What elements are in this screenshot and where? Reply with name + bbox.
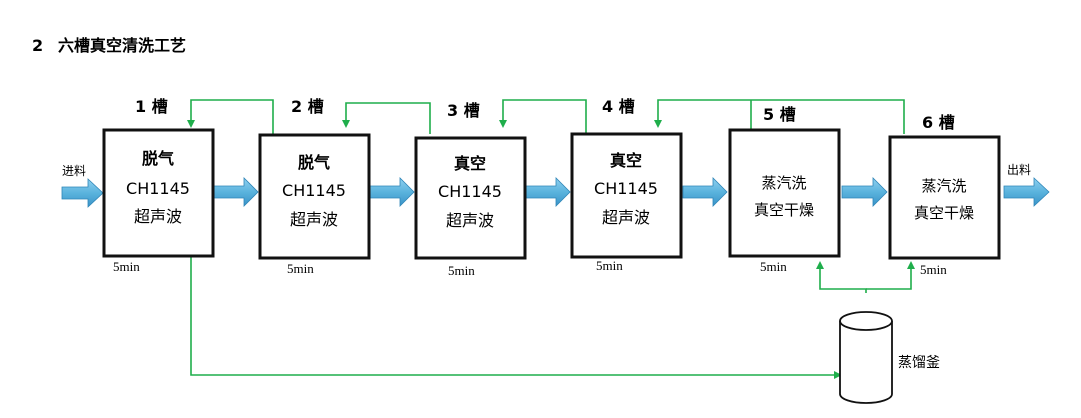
tank-4: 4 槽 真空 CH1145 超声波 5min: [570, 97, 683, 273]
flow-arrow-2-3: [369, 177, 415, 207]
flow-arrow-4-5: [682, 177, 728, 207]
page-title: 六槽真空清洗工艺: [58, 36, 186, 55]
tank-method: 超声波: [134, 207, 182, 226]
tank-label: 1 槽: [135, 97, 168, 116]
tank-box: [570, 132, 683, 259]
overflow-line-6-to-4: [654, 99, 905, 134]
tank-process: 蒸汽洗: [921, 177, 966, 195]
tank-box: [728, 128, 841, 258]
flow-arrow-1-2: [213, 177, 259, 207]
steam-line-to-tank5: [816, 261, 867, 293]
heading-number: 2: [32, 36, 43, 55]
tank-box: [414, 136, 527, 260]
overflow-lines: [187, 99, 915, 379]
tank-process: 真空: [610, 151, 642, 170]
tank-box: [258, 133, 371, 260]
tank-solvent: CH1145: [282, 181, 346, 200]
tank-method: 超声波: [602, 208, 650, 227]
tank-5: 5 槽 蒸汽洗 真空干燥 5min: [728, 105, 841, 274]
flow-arrow-out: [1003, 177, 1050, 207]
tank-1: 1 槽 脱气 CH1145 超声波 5min: [102, 97, 215, 274]
tank-6: 6 槽 蒸汽洗 真空干燥 5min: [888, 113, 1001, 277]
tank-time: 5min: [920, 262, 947, 277]
still-vessel: [839, 311, 893, 404]
tank-time: 5min: [113, 259, 140, 274]
steam-line-to-tank6: [866, 261, 915, 290]
drain-line-to-still: [190, 257, 842, 379]
tank-label: 2 槽: [291, 97, 324, 116]
tank-process: 真空: [454, 154, 486, 173]
tank-solvent: CH1145: [126, 179, 190, 198]
tank-method: 超声波: [290, 210, 338, 229]
overflow-line-3-to-2: [342, 102, 431, 134]
output-label: 出料: [1007, 163, 1031, 177]
tank-solvent: CH1145: [438, 182, 502, 201]
tank-time: 5min: [596, 258, 623, 273]
tank-process-2: 真空干燥: [914, 204, 974, 222]
overflow-line-2-to-1: [187, 99, 274, 134]
tank-label: 4 槽: [602, 97, 635, 116]
still-label: 蒸馏釜: [898, 355, 940, 371]
tank-3: 3 槽 真空 CH1145 超声波 5min: [414, 101, 527, 278]
tank-time: 5min: [760, 259, 787, 274]
still-body: [839, 321, 893, 404]
tank-process: 脱气: [298, 153, 330, 172]
tank-label: 6 槽: [922, 113, 955, 132]
tank-box: [888, 135, 1001, 260]
tank-box: [102, 128, 215, 258]
tank-solvent: CH1145: [594, 179, 658, 198]
flow-arrow-in: [61, 178, 104, 208]
flow-arrow-3-4: [525, 177, 571, 207]
tank-label: 3 槽: [447, 101, 480, 120]
tank-method: 超声波: [446, 211, 494, 230]
flow-arrows: [61, 177, 1050, 208]
still-top: [839, 311, 893, 331]
tank-time: 5min: [287, 261, 314, 276]
tank-process: 脱气: [142, 149, 174, 168]
overflow-line-4-to-3: [499, 99, 587, 134]
tank-process-2: 真空干燥: [754, 201, 814, 219]
flow-arrow-5-6: [841, 177, 888, 207]
tank-time: 5min: [448, 263, 475, 278]
tank-process: 蒸汽洗: [761, 174, 806, 192]
input-label: 进料: [62, 164, 86, 178]
tank-label: 5 槽: [763, 105, 796, 124]
tank-2: 2 槽 脱气 CH1145 超声波 5min: [258, 97, 371, 276]
